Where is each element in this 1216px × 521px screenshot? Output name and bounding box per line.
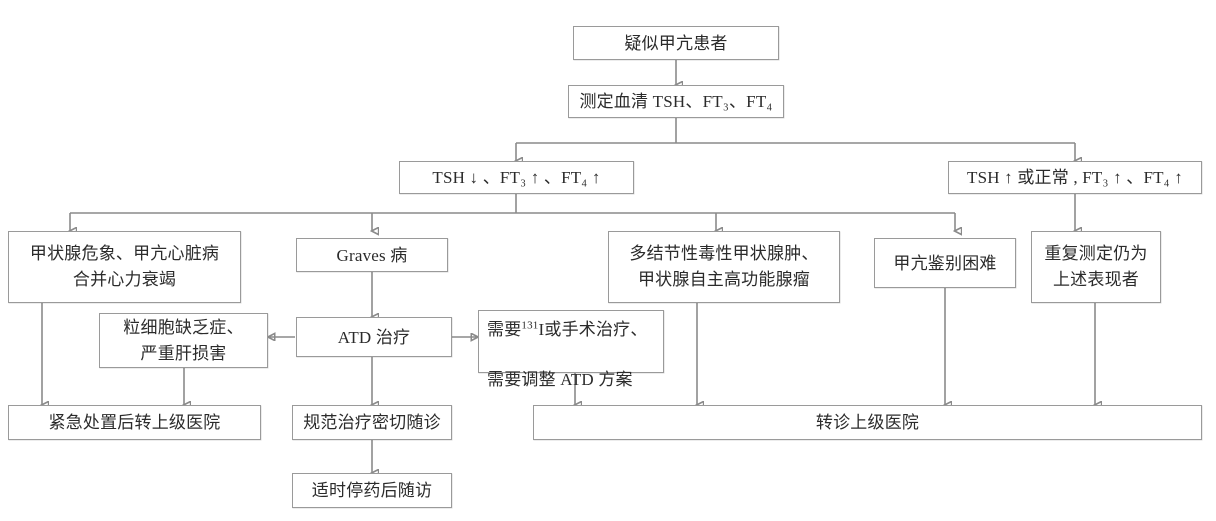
node-agranulocytosis-liver-injury[interactable]: 粒细胞缺乏症、 严重肝损害 [99,313,268,368]
node-standard-treatment-followup[interactable]: 规范治疗密切随诊 [292,405,452,440]
need-rai-line1-prefix: 需要 [487,319,522,339]
node-branch-low-tsh[interactable]: TSH ↓ 、FT₃ ↑ 、FT₄ ↑ [399,161,634,194]
node-timely-stop-drug-followup[interactable]: 适时停药后随访 [292,473,452,508]
node-difficult-differential-diagnosis[interactable]: 甲亢鉴别困难 [874,238,1016,288]
node-thyroid-storm-heart-failure[interactable]: 甲状腺危象、甲亢心脏病 合并心力衰竭 [8,231,241,303]
node-measure-serum-tsh-ft3-ft4[interactable]: 测定血清 TSH、FT₃、FT₄ [568,85,784,118]
node-need-rai-or-surgery[interactable]: 需要131I或手术治疗、 需要调整 ATD 方案 [478,310,664,389]
need-rai-line1-suffix: I或手术治疗、 [538,319,648,339]
node-emergency-referral[interactable]: 紧急处置后转上级医院 [8,405,261,440]
node-repeat-measurement-same-result[interactable]: 重复测定仍为 上述表现者 [1031,231,1161,303]
node-suspected-hyperthyroidism[interactable]: 疑似甲亢患者 [573,26,779,60]
node-branch-high-or-normal-tsh[interactable]: TSH ↑ 或正常 , FT₃ ↑ 、FT₄ ↑ [948,161,1202,194]
node-atd-treatment[interactable]: ATD 治疗 [296,317,452,357]
node-toxic-multinodular-goiter[interactable]: 多结节性毒性甲状腺肿、 甲状腺自主高功能腺瘤 [608,231,840,303]
rai-isotope-superscript: 131 [521,318,539,331]
node-graves-disease[interactable]: Graves 病 [296,238,448,272]
need-rai-line2: 需要调整 ATD 方案 [487,369,633,389]
node-refer-upper-hospital[interactable]: 转诊上级医院 [533,405,1202,440]
